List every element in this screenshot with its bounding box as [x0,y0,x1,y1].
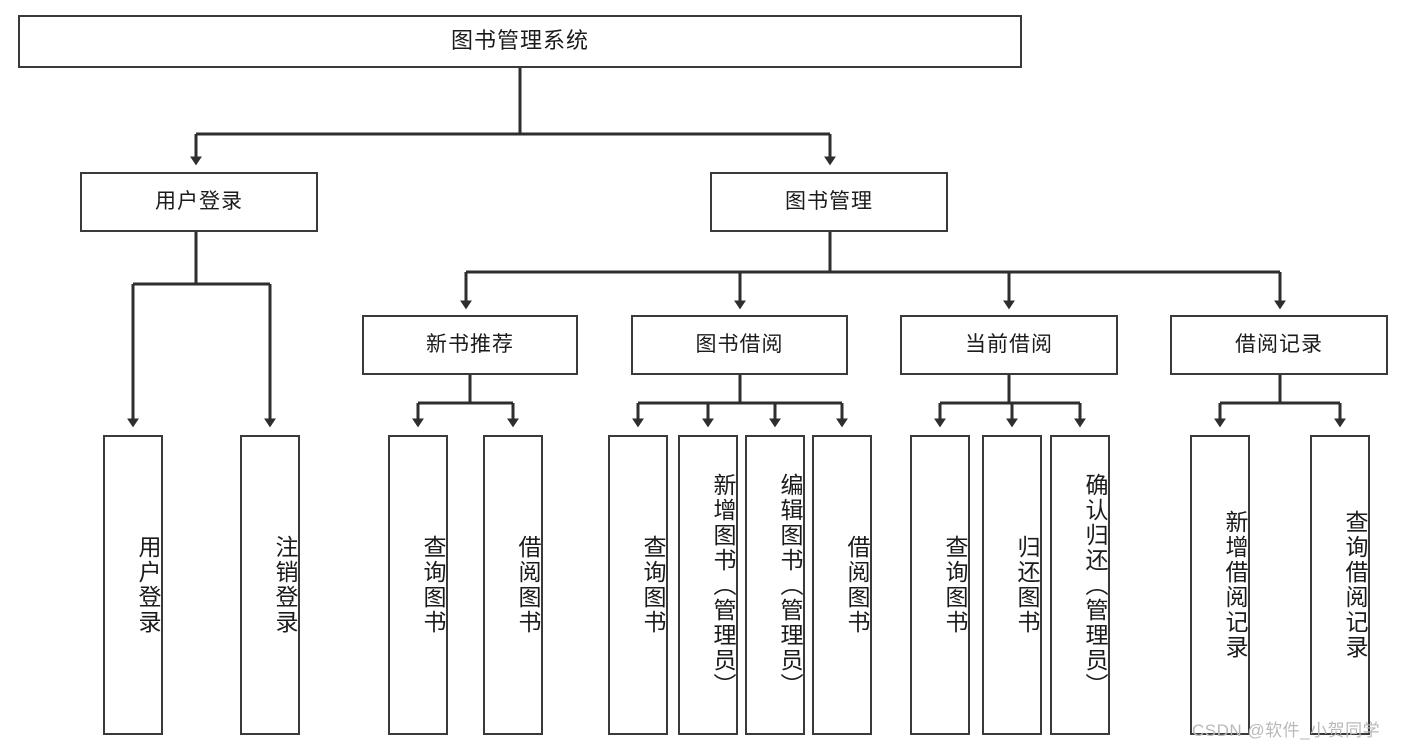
node-label: 当前借阅 [965,332,1053,356]
leaf-record-add-record[interactable]: 新增借阅记录 [1190,435,1250,735]
leaf-borrow-edit-book-admin[interactable]: 编辑图书（管理员） [745,435,805,735]
node-label: 图书管理系统 [450,27,589,53]
node-user-login[interactable]: 用户登录 [80,172,318,232]
leaf-recommend-query-book[interactable]: 查询图书 [388,435,448,735]
node-label: 用户登录 [155,189,243,213]
node-label: 归还图书 [1014,535,1040,635]
node-label: 注销登录 [272,535,298,635]
node-label: 用户登录 [135,535,161,635]
node-book-borrow[interactable]: 图书借阅 [631,315,848,375]
leaf-user-login-logout[interactable]: 注销登录 [240,435,300,735]
node-label: 查询图书 [640,535,666,635]
node-root-book-management-system[interactable]: 图书管理系统 [18,15,1022,68]
leaf-borrow-add-book-admin[interactable]: 新增图书（管理员） [678,435,738,735]
node-label: 借阅图书 [844,535,870,635]
leaf-borrow-borrow-book[interactable]: 借阅图书 [812,435,872,735]
node-new-book-recommend[interactable]: 新书推荐 [362,315,578,375]
node-label: 确认归还（管理员） [1082,472,1108,698]
node-label: 查询图书 [420,535,446,635]
node-label: 借阅记录 [1235,332,1323,356]
leaf-recommend-borrow-book[interactable]: 借阅图书 [483,435,543,735]
leaf-borrow-query-book[interactable]: 查询图书 [608,435,668,735]
node-borrow-record[interactable]: 借阅记录 [1170,315,1388,375]
node-label: 借阅图书 [515,535,541,635]
node-current-borrow[interactable]: 当前借阅 [900,315,1118,375]
leaf-user-login-login[interactable]: 用户登录 [103,435,163,735]
node-label: 新增借阅记录 [1222,510,1248,660]
leaf-current-query-book[interactable]: 查询图书 [910,435,970,735]
node-label: 新增图书（管理员） [710,472,736,698]
node-label: 查询借阅记录 [1342,510,1368,660]
node-label: 新书推荐 [426,332,514,356]
leaf-current-return-book[interactable]: 归还图书 [982,435,1042,735]
node-label: 编辑图书（管理员） [777,472,803,698]
node-label: 图书管理 [785,189,873,213]
leaf-current-confirm-return-admin[interactable]: 确认归还（管理员） [1050,435,1110,735]
node-label: 图书借阅 [695,332,784,356]
node-book-management[interactable]: 图书管理 [710,172,948,232]
csdn-watermark: CSDN @软件_小贺同学 [1192,721,1381,740]
leaf-record-query-record[interactable]: 查询借阅记录 [1310,435,1370,735]
node-label: 查询图书 [942,535,968,635]
